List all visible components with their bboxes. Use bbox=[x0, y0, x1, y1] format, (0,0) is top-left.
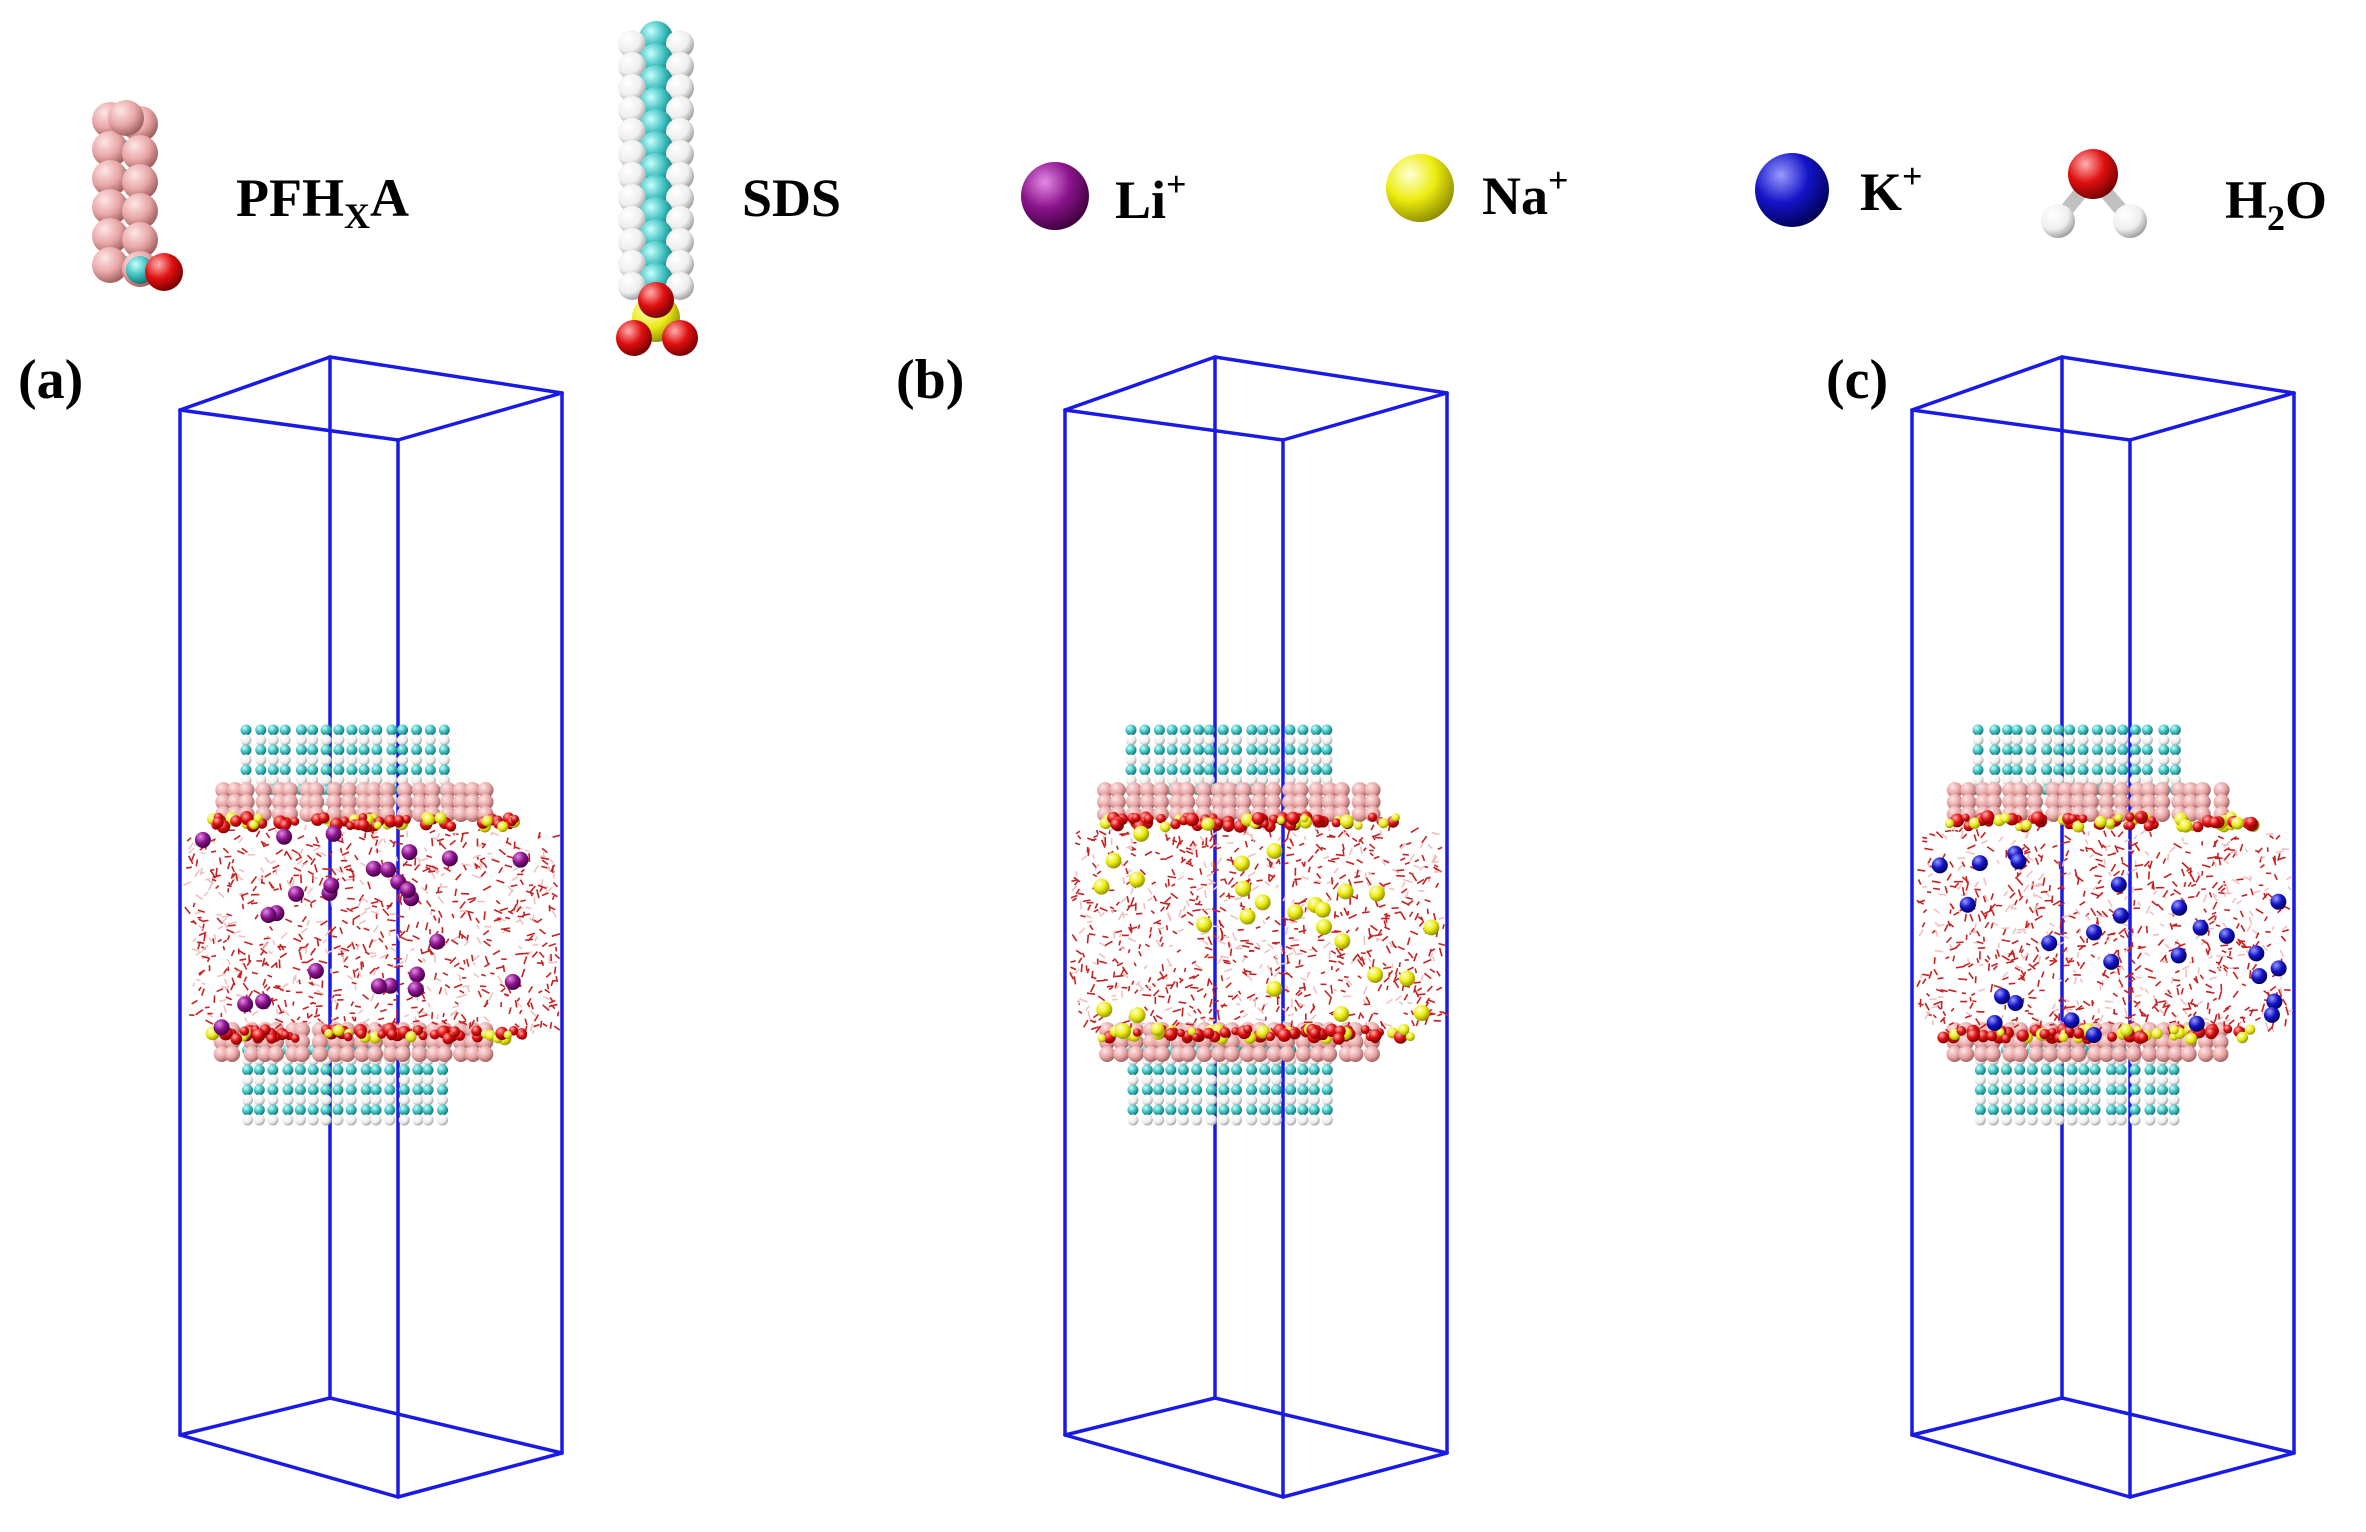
panel-label: (b) bbox=[896, 349, 964, 411]
panel-a: (a) bbox=[18, 349, 564, 1499]
simulation-box bbox=[178, 355, 564, 1499]
legend-li-label: Li+ bbox=[1115, 164, 1187, 230]
legend: PFHXA SDS Li+ Na+ K+ H2O bbox=[92, 21, 2327, 356]
water-molecule-icon bbox=[2041, 149, 2147, 238]
panel-label: (c) bbox=[1826, 349, 1888, 411]
surfactant-water-slab bbox=[1916, 724, 2293, 1126]
legend-na-label: Na+ bbox=[1482, 160, 1569, 226]
k-ion-icon bbox=[1755, 153, 1829, 227]
li-ion-icon bbox=[1021, 162, 1089, 230]
pfhxa-molecule-icon bbox=[92, 100, 183, 291]
surfactant-water-slab bbox=[1068, 724, 1449, 1126]
na-ion-icon bbox=[1386, 154, 1454, 222]
simulation-box bbox=[1910, 355, 2296, 1499]
simulation-box bbox=[1063, 355, 1449, 1499]
legend-sds-label: SDS bbox=[742, 168, 841, 228]
legend-pfhxa-label: PFHXA bbox=[236, 168, 409, 236]
panel-label: (a) bbox=[18, 349, 83, 411]
legend-water-label: H2O bbox=[2225, 170, 2327, 238]
panel-b: (b) bbox=[896, 349, 1449, 1499]
panel-c: (c) bbox=[1826, 349, 2296, 1499]
surfactant-water-slab bbox=[183, 724, 561, 1126]
legend-k-label: K+ bbox=[1860, 156, 1923, 222]
sds-molecule-icon bbox=[616, 21, 698, 356]
